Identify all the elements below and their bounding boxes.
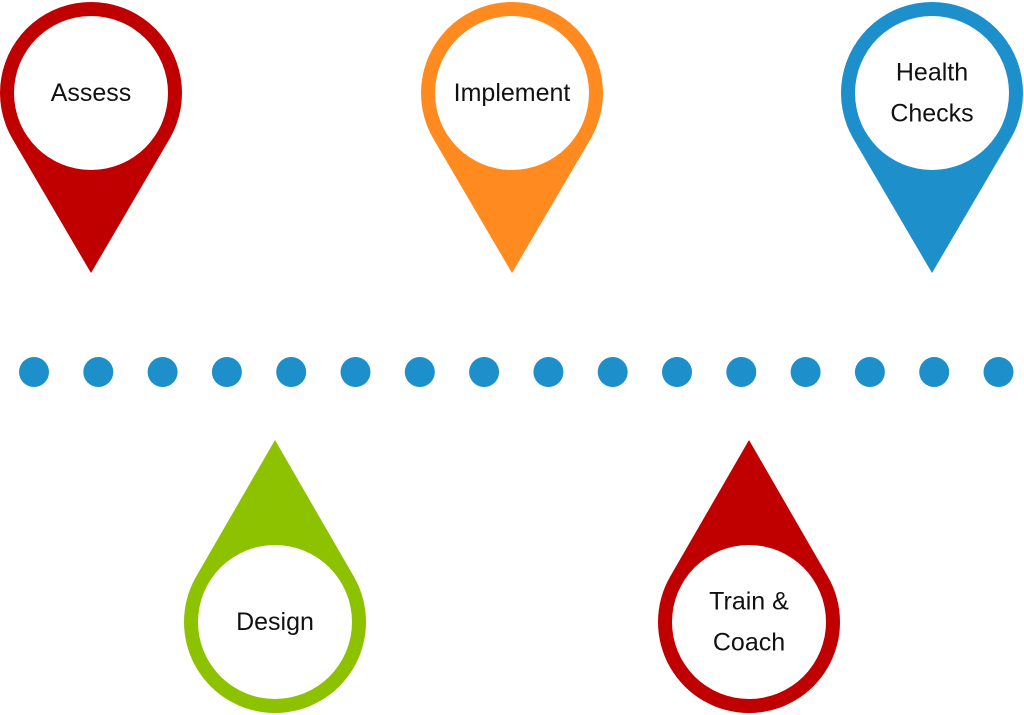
timeline-dot xyxy=(340,357,371,387)
stage-pin: Implement xyxy=(421,1,604,274)
stage-label: Design xyxy=(236,608,314,636)
stage-label: Implement xyxy=(454,79,571,107)
timeline-dot xyxy=(662,357,692,387)
timeline-dot xyxy=(469,357,500,387)
timeline-dot xyxy=(211,357,242,387)
timeline-dot xyxy=(147,357,178,387)
stage-label: Coach xyxy=(713,629,785,657)
pin-inner-circle xyxy=(672,545,826,699)
timeline-dot xyxy=(597,357,628,387)
timeline-dots xyxy=(19,357,1014,387)
pin-inner-circle xyxy=(855,16,1009,170)
stage-label: Train & xyxy=(709,588,789,616)
pin-inner-circle xyxy=(435,16,589,170)
timeline-dot xyxy=(790,357,821,387)
timeline-dot xyxy=(404,357,435,387)
stage-label: Health xyxy=(896,59,968,87)
stage-label: Assess xyxy=(51,79,132,107)
stage-label: Checks xyxy=(890,100,973,128)
timeline-dot xyxy=(919,357,950,387)
timeline-dot xyxy=(533,357,564,387)
stage-pin: Train & Coach xyxy=(658,440,840,713)
timeline-dot xyxy=(276,357,307,387)
stage-pin: Design xyxy=(184,440,366,713)
timeline-dot xyxy=(83,357,114,387)
timeline-dot xyxy=(19,357,49,387)
timeline-dot xyxy=(854,357,885,387)
pin-inner-circle xyxy=(198,545,352,699)
pin-inner-circle xyxy=(14,16,168,170)
timeline-dot xyxy=(983,357,1014,387)
stage-pin: Assess xyxy=(0,2,182,273)
timeline-dot xyxy=(726,357,757,387)
